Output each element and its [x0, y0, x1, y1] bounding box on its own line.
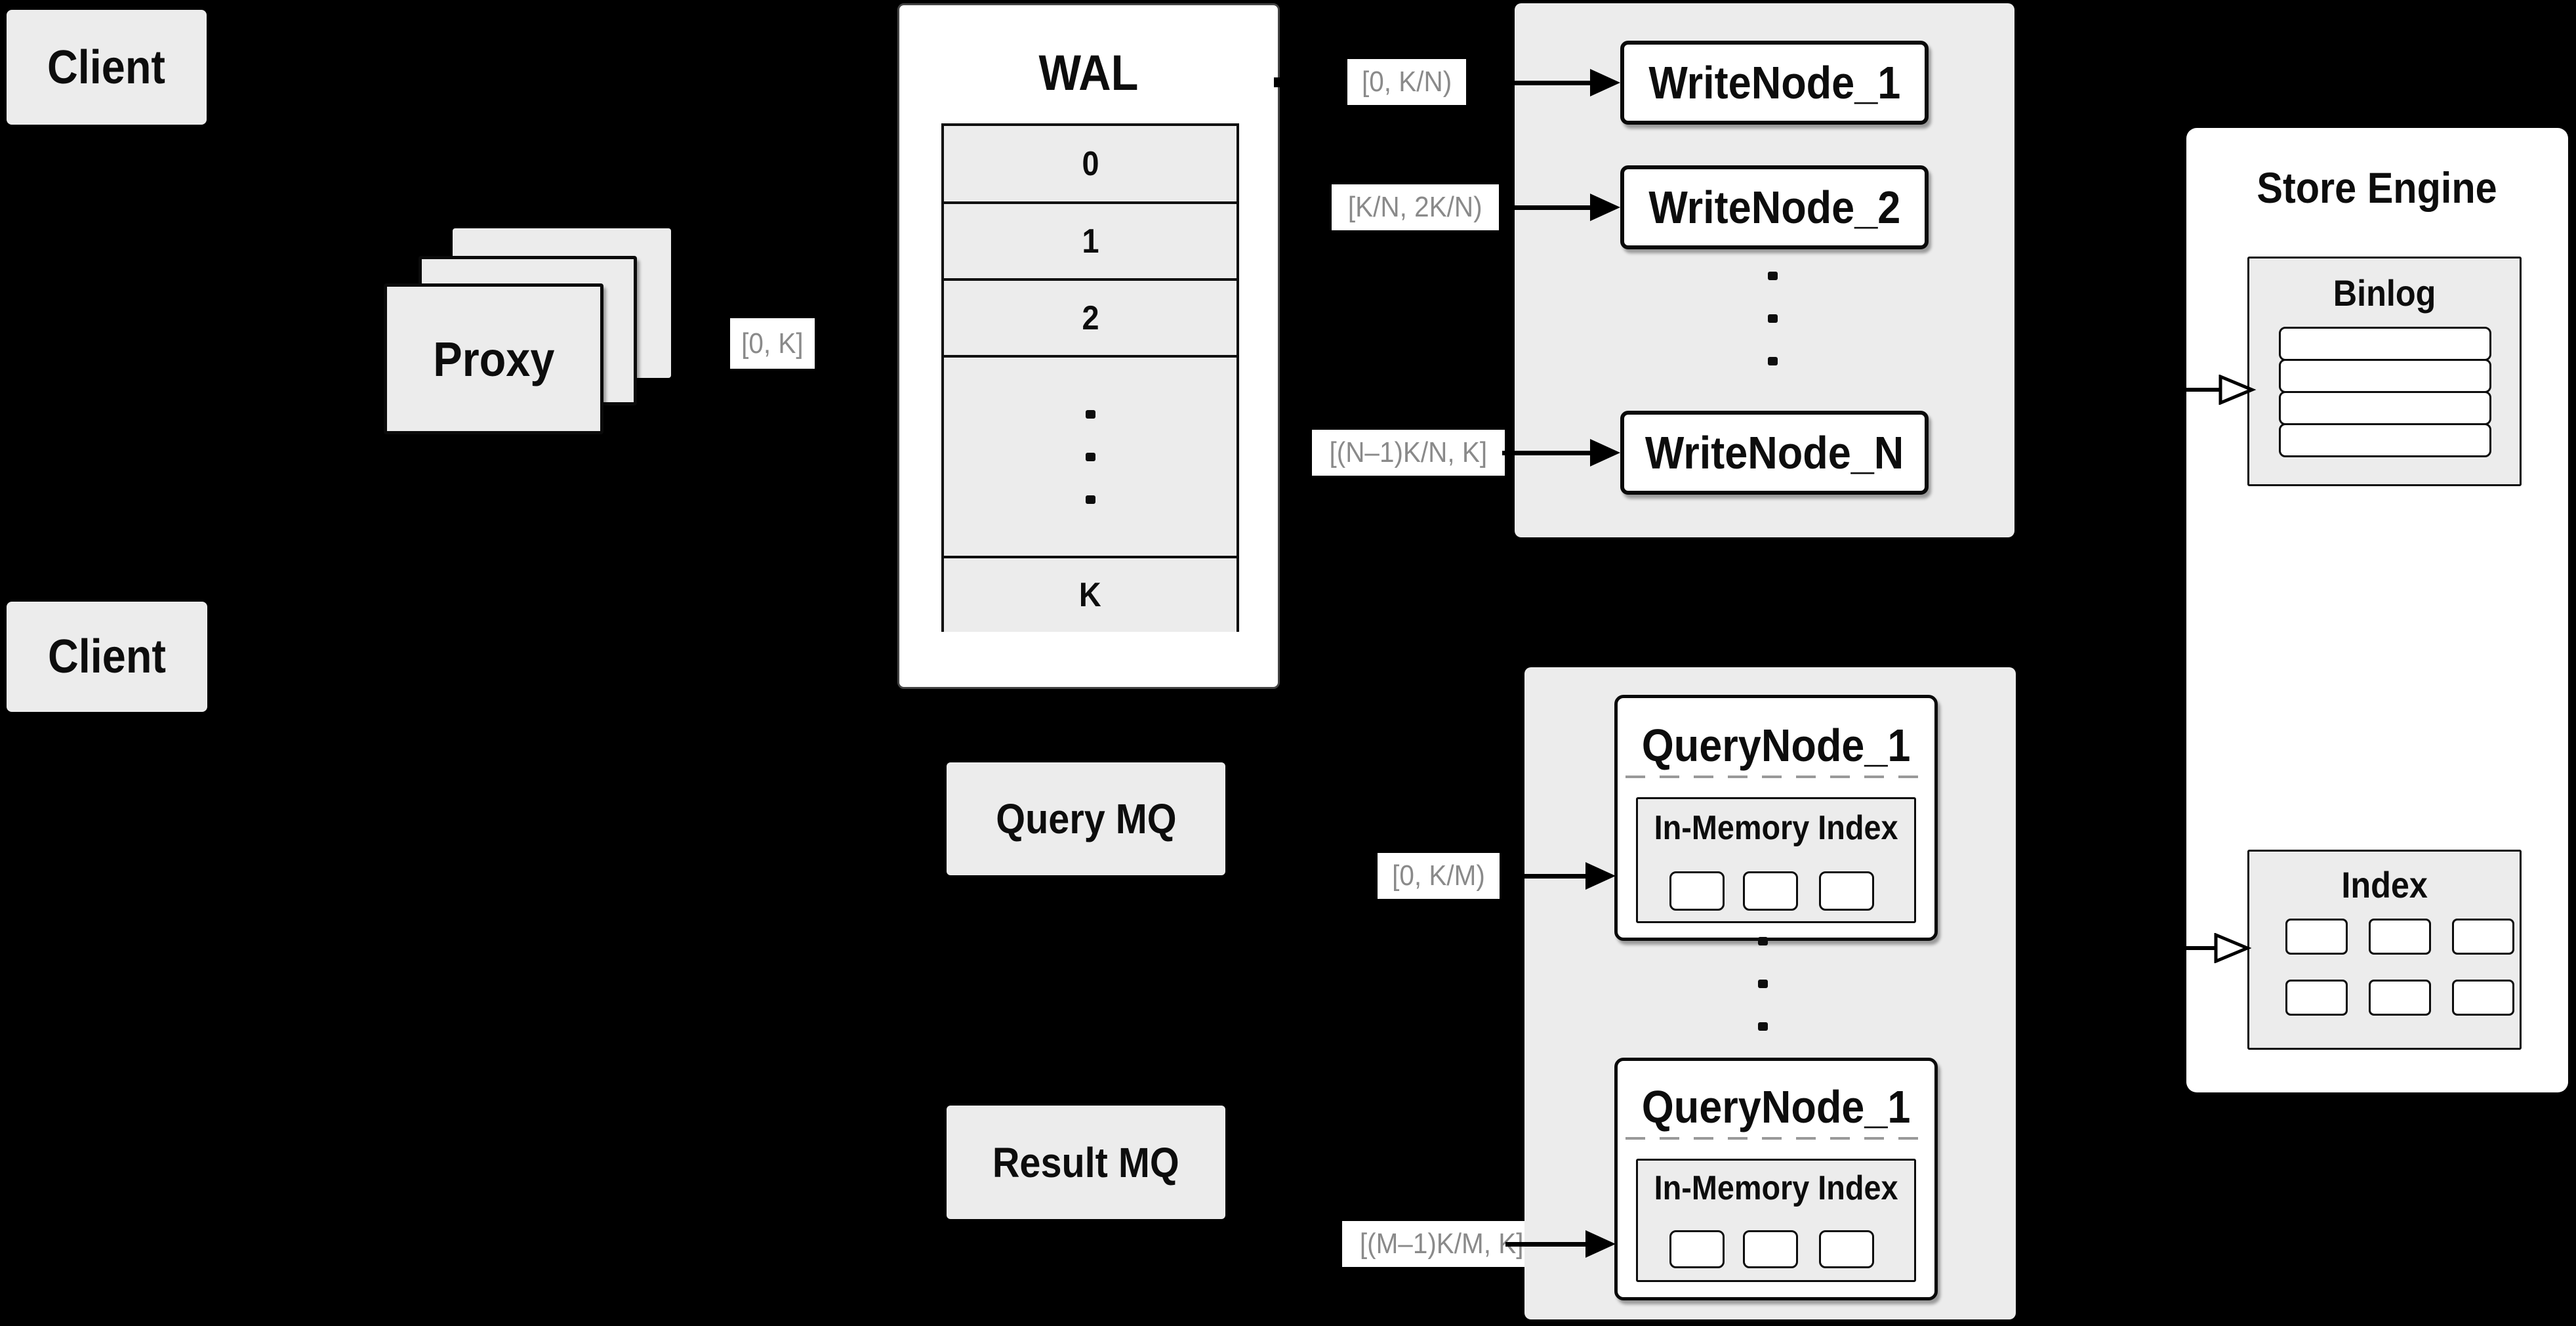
binlog-box: Binlog [2247, 257, 2522, 486]
query-node-2-title: QueryNode_1 [1641, 1081, 1911, 1132]
write-node-n: WriteNode_N [1620, 411, 1929, 495]
client-bottom-node: Client [7, 602, 207, 712]
write-node-2: WriteNode_2 [1620, 165, 1929, 249]
in-memory-index-1: In-Memory Index [1636, 797, 1916, 923]
write-node-ellipsis [1768, 272, 1778, 365]
ellipsis-dot [1085, 409, 1095, 419]
arrowhead-icon [1585, 862, 1616, 890]
arrowhead-icon [1585, 1230, 1616, 1258]
ellipsis-dot [1768, 357, 1778, 365]
ellipsis-dot [1768, 272, 1778, 280]
store-engine-title: Store Engine [2257, 163, 2498, 212]
wal-row-2: 2 [944, 278, 1237, 355]
index-segment [2452, 980, 2514, 1016]
arrow-to-index [2163, 933, 2252, 963]
client-top-node: Client [7, 10, 207, 125]
write-node-1: WriteNode_1 [1620, 41, 1929, 125]
segment-box [1669, 1230, 1725, 1268]
proxy-node: Proxy [384, 283, 603, 434]
binlog-row [2279, 327, 2491, 361]
segment-box [1743, 871, 1798, 911]
query-node-ellipsis [1758, 937, 1768, 1031]
arrow-to-write-node-1 [1502, 68, 1620, 97]
arrowhead-icon [1590, 69, 1620, 96]
index-segment [2285, 919, 2348, 955]
wal-table: 0 1 2 K [941, 123, 1239, 632]
arrow-to-query-node-1 [1505, 861, 1616, 890]
wal-edge-stub [1274, 77, 1280, 87]
edge-label-write2: [K/N, 2K/N) [1332, 184, 1499, 230]
edge-label-query1: [0, K/M) [1378, 853, 1500, 899]
query-node-2: QueryNode_1 In-Memory Index [1614, 1058, 1938, 1300]
in-memory-index-2: In-Memory Index [1636, 1159, 1916, 1282]
arrow-to-query-node-2 [1505, 1230, 1616, 1258]
binlog-row [2279, 423, 2491, 457]
index-segment [2369, 980, 2431, 1016]
query-node-1: QueryNode_1 In-Memory Index [1614, 695, 1938, 941]
in-memory-index-1-label: In-Memory Index [1654, 809, 1898, 847]
segment-box [1743, 1230, 1798, 1268]
wal-row-1: 1 [944, 201, 1237, 278]
arrow-to-write-node-n [1502, 438, 1620, 467]
in-memory-index-2-label: In-Memory Index [1654, 1169, 1898, 1207]
wal-title: WAL [1038, 45, 1139, 101]
arrowhead-icon [1590, 194, 1620, 221]
wal-row-0: 0 [944, 126, 1237, 201]
query-mq-node: Query MQ [947, 762, 1225, 875]
edge-label-proxy-wal: [0, K] [730, 318, 815, 369]
wal-vertical-ellipsis [1085, 409, 1095, 504]
query-node-1-title: QueryNode_1 [1641, 720, 1911, 771]
arrow-to-write-node-2 [1502, 193, 1620, 222]
ellipsis-dot [1768, 314, 1778, 323]
dashed-divider [1625, 776, 1927, 778]
ellipsis-dot [1758, 1022, 1768, 1031]
edge-label-query2: [(M–1)K/M, K] [1342, 1221, 1542, 1267]
index-title: Index [2341, 864, 2428, 905]
segment-box [1819, 871, 1874, 911]
hollow-arrowhead-icon [2218, 375, 2257, 405]
segment-box [1669, 871, 1725, 911]
dashed-divider [1625, 1137, 1927, 1140]
proxy-label: Proxy [432, 331, 555, 386]
index-box: Index [2247, 850, 2522, 1050]
client-top-label: Client [47, 41, 166, 94]
ellipsis-dot [1758, 937, 1768, 945]
binlog-title: Binlog [2333, 272, 2436, 314]
index-segment [2369, 919, 2431, 955]
wal-row-k: K [944, 556, 1237, 632]
ellipsis-dot [1085, 452, 1095, 461]
edge-label-writeN: [(N–1)K/N, K] [1312, 430, 1505, 476]
hollow-arrowhead-icon [2214, 933, 2252, 963]
ellipsis-dot [1758, 980, 1768, 988]
result-mq-node: Result MQ [947, 1106, 1225, 1219]
ellipsis-dot [1085, 495, 1095, 504]
client-bottom-label: Client [47, 631, 166, 683]
index-segment [2285, 980, 2348, 1016]
segment-box [1819, 1230, 1874, 1268]
arrow-to-binlog [2168, 375, 2257, 405]
arrowhead-icon [1590, 439, 1620, 466]
wal-row-ellipsis [944, 355, 1237, 556]
index-segment [2452, 919, 2514, 955]
binlog-row [2279, 359, 2491, 393]
binlog-row [2279, 391, 2491, 425]
edge-label-write1: [0, K/N) [1347, 59, 1467, 105]
